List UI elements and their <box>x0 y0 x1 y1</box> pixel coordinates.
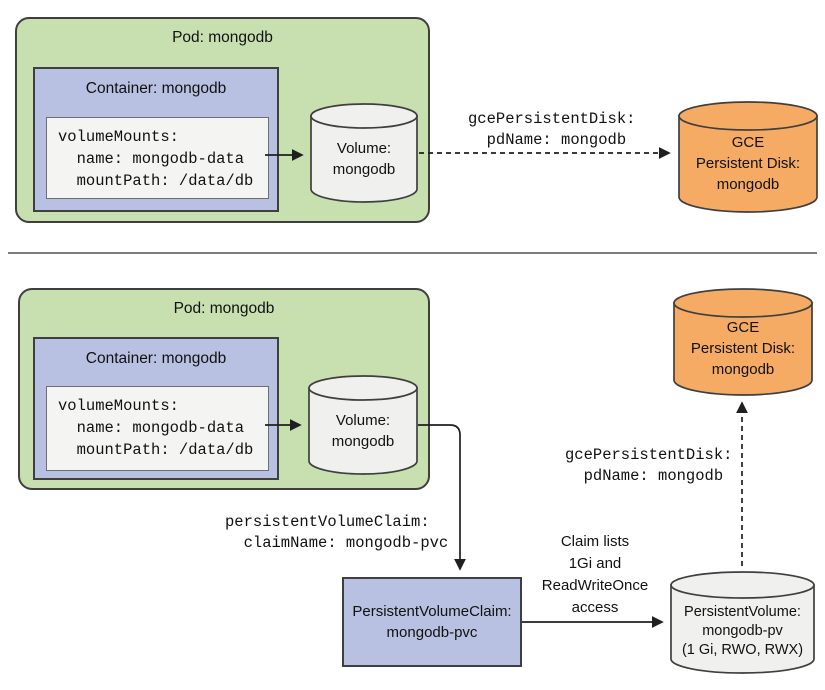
cylinder-shape <box>673 288 813 396</box>
container-box-bottom: Container: mongodb volumeMounts: name: m… <box>33 337 279 480</box>
gce-disk-cylinder-top: GCE Persistent Disk: mongodb <box>678 101 818 213</box>
cylinder-shape <box>670 571 815 674</box>
volume-mounts-code-bottom: volumeMounts: name: mongodb-data mountPa… <box>46 386 269 471</box>
pvc-box: PersistentVolumeClaim: mongodb-pvc <box>342 577 522 667</box>
gce-ref-label-top: gcePersistentDisk: pdName: mongodb <box>468 110 636 149</box>
container-title-bottom: Container: mongodb <box>85 350 227 367</box>
pv-cylinder: PersistentVolume: mongodb-pv (1 Gi, RWO,… <box>670 571 815 675</box>
gce-disk-label-bottom: GCE Persistent Disk: mongodb <box>690 318 796 378</box>
cylinder-shape <box>678 101 818 213</box>
claim-note: Claim lists 1Gi and ReadWriteOnce access <box>541 533 649 616</box>
pod-title-top: Pod: mongodb <box>172 29 273 46</box>
pod-title-bottom: Pod: mongodb <box>173 300 275 317</box>
section-divider <box>8 252 817 254</box>
volume-label-top: Volume: mongodb <box>332 140 396 178</box>
container-title-top: Container: mongodb <box>85 80 227 97</box>
gce-ref-label-bottom: gcePersistentDisk: pdName: mongodb <box>565 446 733 485</box>
volume-label-bottom: Volume: mongodb <box>331 412 395 450</box>
volume-cylinder-bottom: Volume: mongodb <box>308 375 418 475</box>
cylinder-shape <box>308 375 418 475</box>
pv-label: PersistentVolume: mongodb-pv (1 Gi, RWO,… <box>681 603 804 658</box>
volume-cylinder-top: Volume: mongodb <box>310 103 418 203</box>
gce-disk-cylinder-bottom: GCE Persistent Disk: mongodb <box>673 288 813 396</box>
pvc-ref-label: persistentVolumeClaim: claimName: mongod… <box>225 513 449 552</box>
volume-mounts-code-top: volumeMounts: name: mongodb-data mountPa… <box>46 117 269 199</box>
gce-disk-label-top: GCE Persistent Disk: mongodb <box>695 133 801 193</box>
cylinder-shape <box>310 103 418 203</box>
container-box-top: Container: mongodb volumeMounts: name: m… <box>33 67 279 212</box>
